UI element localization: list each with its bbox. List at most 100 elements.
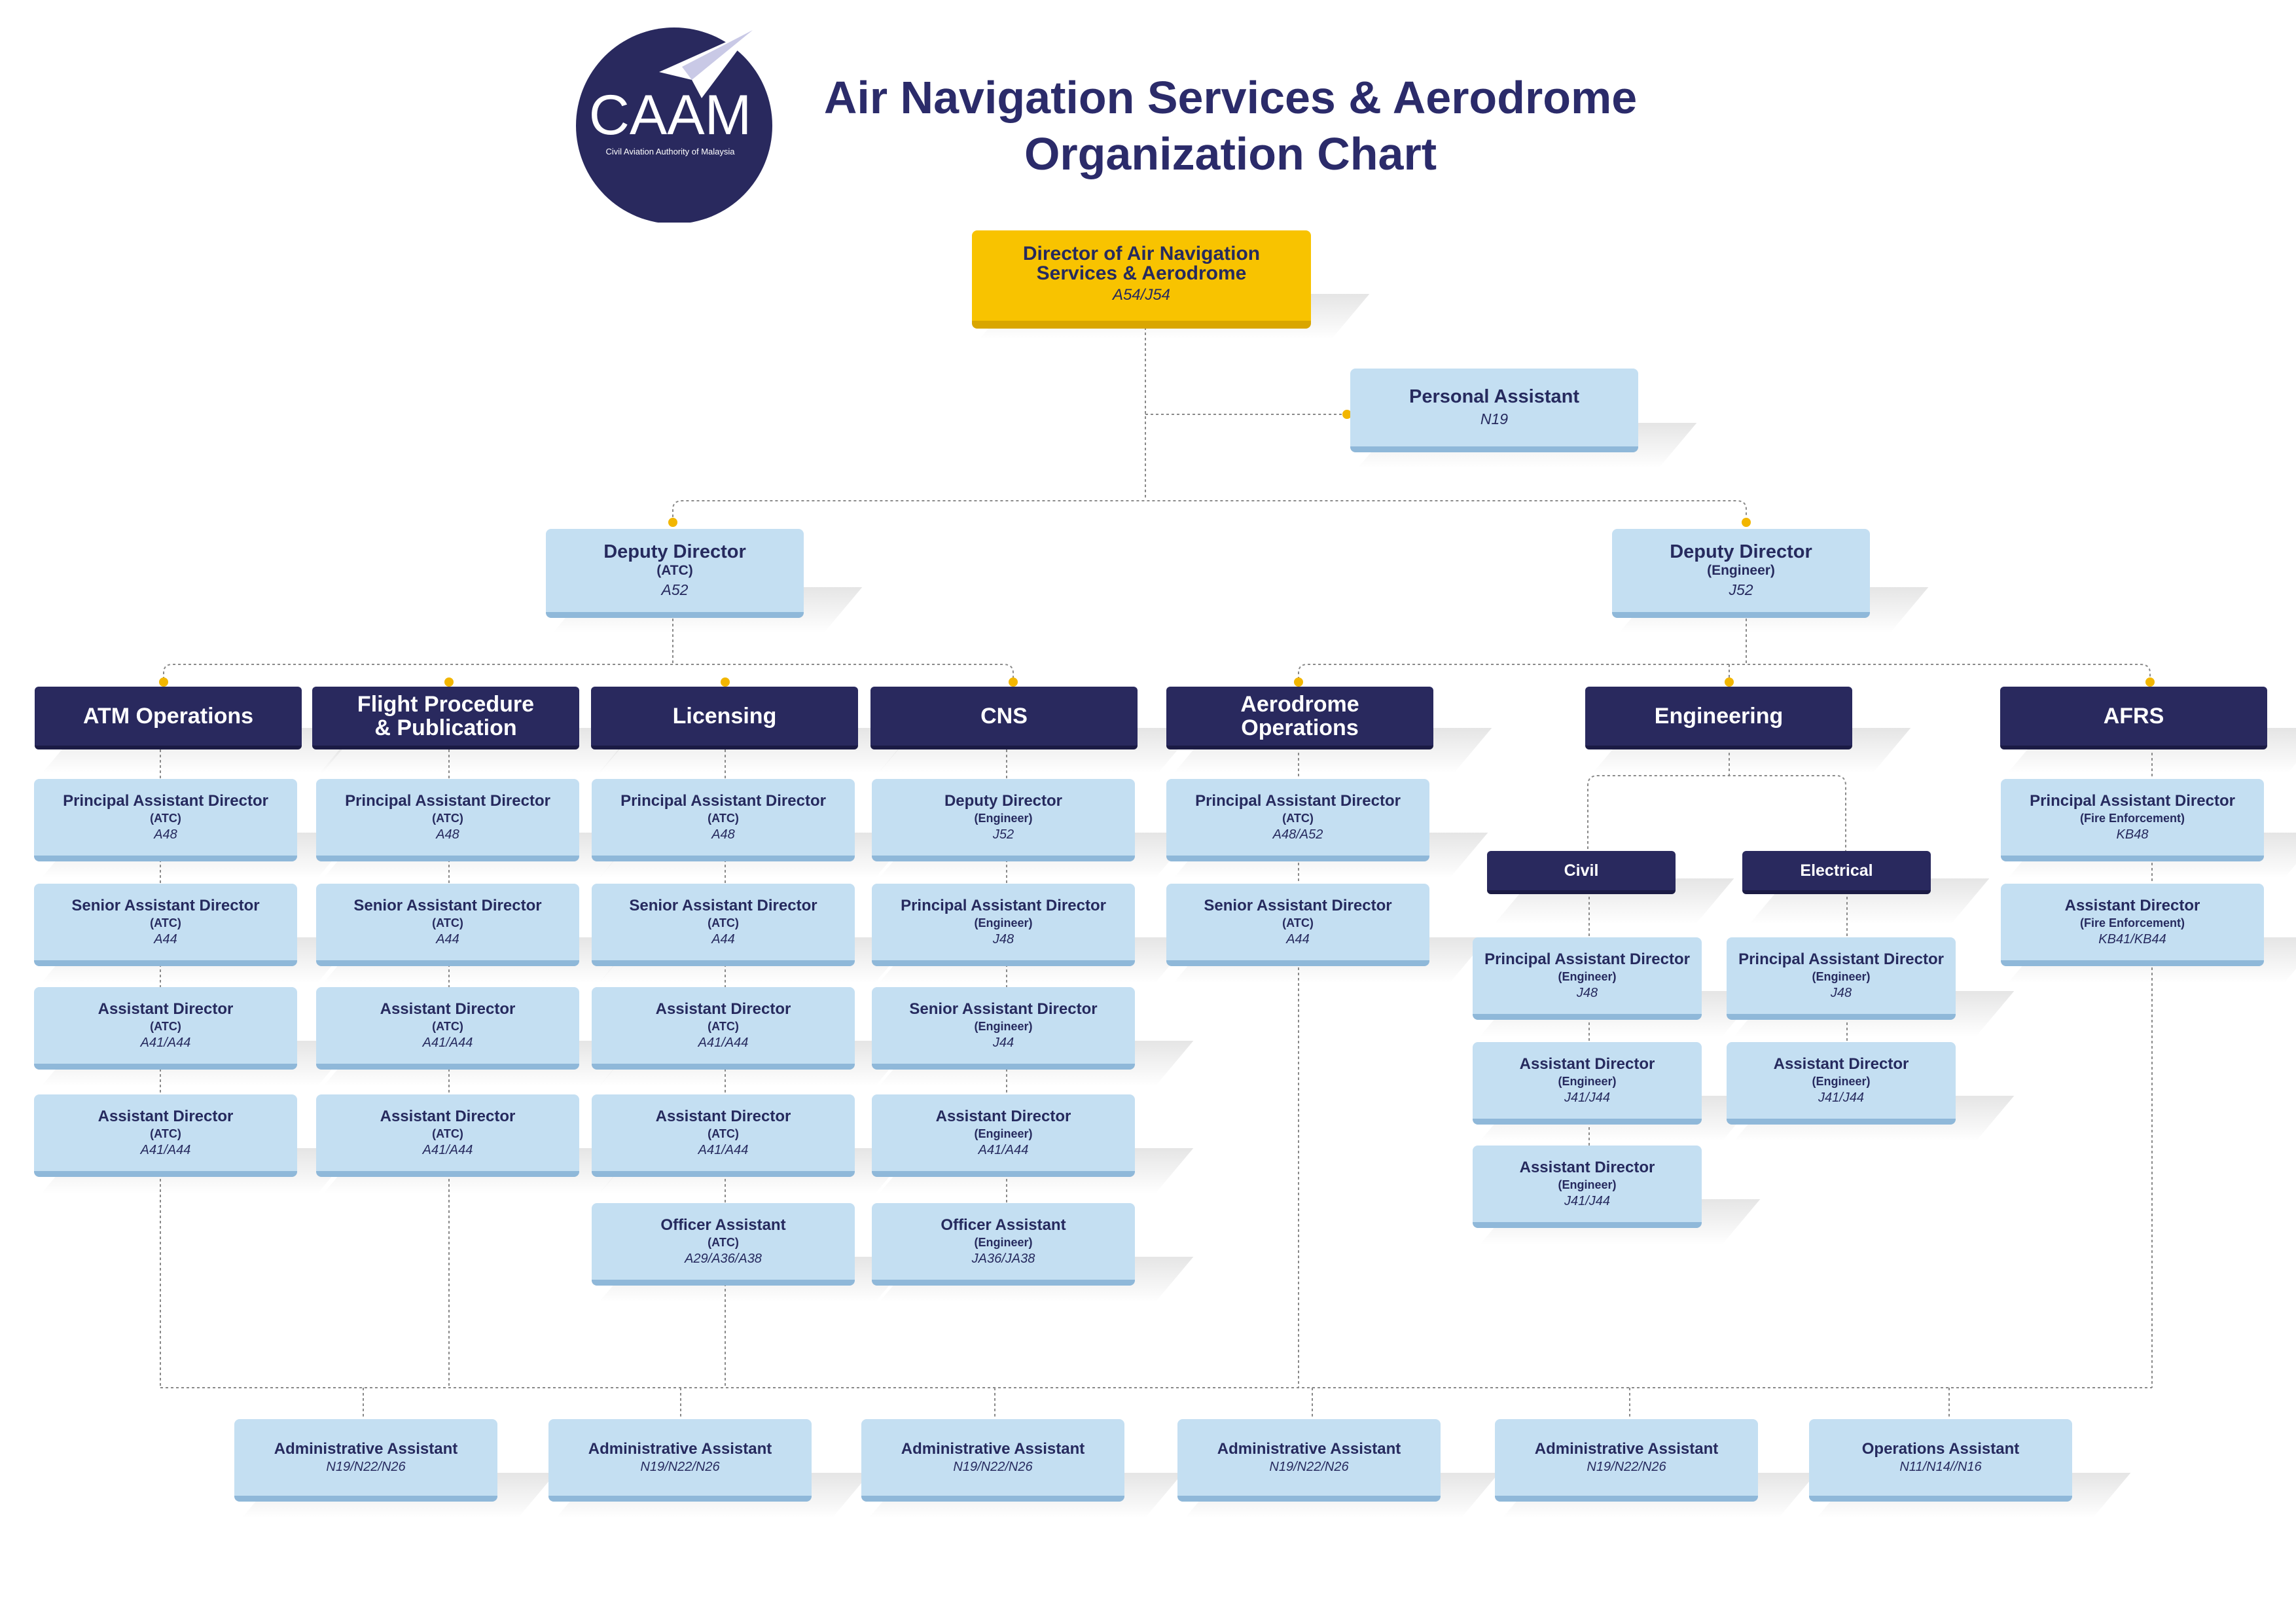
- box-title: Deputy Director: [603, 541, 746, 562]
- box-title: Administrative Assistant: [274, 1439, 458, 1458]
- box-title: Deputy Director: [1670, 541, 1812, 562]
- subunit-civil: Civil: [1487, 851, 1676, 894]
- box-spec: (Engineer): [974, 1019, 1033, 1033]
- title-line-2: Organization Chart: [1024, 128, 1437, 179]
- box-grade: A41/A44: [698, 1142, 749, 1157]
- box-grade: A48: [436, 827, 459, 842]
- subunit-name: Electrical: [1800, 861, 1873, 880]
- box-grade: KB41/KB44: [2098, 931, 2166, 947]
- box-grade: J48: [1830, 985, 1852, 1000]
- dept-name: Engineering: [1654, 704, 1784, 729]
- box-title: Assistant Director: [1519, 1158, 1655, 1176]
- box-grade: A29/A36/A38: [685, 1251, 762, 1266]
- box-grade: J41/J44: [1564, 1193, 1611, 1208]
- dept-name: Licensing: [672, 704, 777, 729]
- box-spec: (ATC): [150, 916, 181, 929]
- dept-name: Aerodrome Operations: [1240, 692, 1359, 740]
- caam-logo: CAAM Civil Aviation Authority of Malaysi…: [576, 27, 772, 223]
- box-spec: (ATC): [150, 1019, 181, 1033]
- box-title: Principal Assistant Director: [1484, 950, 1690, 968]
- box-grade: N11/N14//N16: [1899, 1459, 1982, 1474]
- position-box: Senior Assistant Director (ATC) A44: [34, 884, 297, 966]
- box-grade: A41/A44: [978, 1142, 1029, 1157]
- box-title: Assistant Director: [1773, 1055, 1909, 1073]
- box-grade: J41/J44: [1564, 1090, 1611, 1105]
- box-title: Principal Assistant Director: [345, 791, 550, 810]
- box-title: Principal Assistant Director: [2030, 791, 2235, 810]
- box-grade: A44: [154, 931, 177, 947]
- box-spec: (Fire Enforcement): [2079, 916, 2185, 929]
- box-grade: N19/N22/N26: [1269, 1459, 1349, 1474]
- box-title: Officer Assistant: [660, 1216, 786, 1234]
- box-grade: J44: [992, 1035, 1014, 1050]
- box-spec: (ATC): [432, 1127, 463, 1140]
- box-grade: J52: [992, 827, 1014, 842]
- position-box: Officer Assistant(Engineer)JA36/JA38: [872, 1203, 1135, 1286]
- dept-name: Flight Procedure & Publication: [357, 692, 535, 740]
- box-title: Principal Assistant Director: [901, 896, 1106, 914]
- box-title: Administrative Assistant: [1217, 1439, 1401, 1458]
- position-box: Deputy Director(Engineer)J52: [872, 779, 1135, 861]
- box-title: Assistant Director: [1519, 1055, 1655, 1073]
- box-title: Senior Assistant Director: [71, 896, 260, 914]
- position-box: Senior Assistant Director(ATC)A44: [1166, 884, 1429, 966]
- dept-name: CNS: [980, 704, 1028, 729]
- box-grade: J41/J44: [1818, 1090, 1865, 1105]
- box-grade: A54/J54: [1112, 286, 1171, 304]
- box-title: Director of Air Navigation Services & Ae…: [1022, 243, 1261, 284]
- box-grade: N19: [1480, 410, 1509, 427]
- box-title: Senior Assistant Director: [629, 896, 817, 914]
- box-grade: A44: [711, 931, 735, 947]
- box-spec: (ATC): [1282, 916, 1314, 929]
- box-spec: (ATC): [432, 811, 463, 825]
- position-box: Principal Assistant Director(ATC) A48: [316, 779, 579, 861]
- box-title: Principal Assistant Director: [1195, 791, 1401, 810]
- logo-subtext: Civil Aviation Authority of Malaysia: [605, 147, 735, 156]
- box-spec: (ATC): [708, 1235, 739, 1249]
- box-grade: A48/A52: [1272, 827, 1323, 842]
- box-grade: N19/N22/N26: [953, 1459, 1033, 1474]
- box-grade: J48: [992, 931, 1014, 947]
- box-title: Principal Assistant Director: [63, 791, 268, 810]
- position-box: Assistant Director (Engineer) A41/A44: [872, 1094, 1135, 1177]
- position-box: Assistant Director(ATC)A41/A44: [592, 987, 855, 1070]
- box-spec: (ATC): [708, 811, 739, 825]
- position-box: Senior Assistant Director(ATC)A44: [592, 884, 855, 966]
- box-title: Deputy Director: [944, 791, 1063, 810]
- position-box: Principal Assistant Director (Engineer) J4…: [872, 884, 1135, 966]
- box-spec: (Engineer): [974, 916, 1033, 929]
- box-title: Assistant Director: [935, 1107, 1071, 1125]
- box-grade: A41/A44: [698, 1035, 749, 1050]
- position-box: Principal Assistant Director(ATC)A48: [34, 779, 297, 861]
- position-box: Principal Assistant Director(ATC)A48: [592, 779, 855, 861]
- box-grade: J52: [1729, 581, 1753, 598]
- position-box: Principal Assistant Director(Engineer)J4…: [1473, 937, 1702, 1020]
- box-title: Assistant Director: [2064, 896, 2200, 914]
- box-grade: A44: [436, 931, 459, 947]
- position-box: Assistant Director (Engineer) J41/J44: [1473, 1146, 1702, 1228]
- subunit-name: Civil: [1564, 861, 1599, 880]
- subunit-electrical: Electrical: [1742, 851, 1931, 894]
- box-grade: N19/N22/N26: [640, 1459, 720, 1474]
- dept-name: AFRS: [2103, 704, 2164, 729]
- box-grade: A48: [711, 827, 735, 842]
- box-grade: A41/A44: [422, 1142, 473, 1157]
- title-line-1: Air Navigation Services & Aerodrome: [823, 72, 1638, 123]
- box-grade: JA36/JA38: [971, 1251, 1035, 1266]
- logo-text: CAAM: [589, 84, 751, 147]
- position-box: Assistant Director(ATC)A41/A44: [592, 1094, 855, 1177]
- box-grade: A41/A44: [140, 1142, 191, 1157]
- box-spec: (Engineer): [1558, 1178, 1617, 1191]
- box-spec: (Engineer): [1558, 969, 1617, 983]
- position-box: Assistant Director (Fire Enforcement) KB41…: [2001, 884, 2264, 966]
- box-grade: KB48: [2116, 827, 2149, 842]
- box-title: Assistant Director: [98, 1000, 234, 1018]
- box-spec: (Engineer): [974, 1127, 1033, 1140]
- box-title: Officer Assistant: [941, 1216, 1066, 1234]
- box-title: Assistant Director: [655, 1000, 791, 1018]
- box-spec: (ATC): [656, 562, 693, 578]
- position-box: Principal Assistant Director(Engineer)J4…: [1727, 937, 1956, 1020]
